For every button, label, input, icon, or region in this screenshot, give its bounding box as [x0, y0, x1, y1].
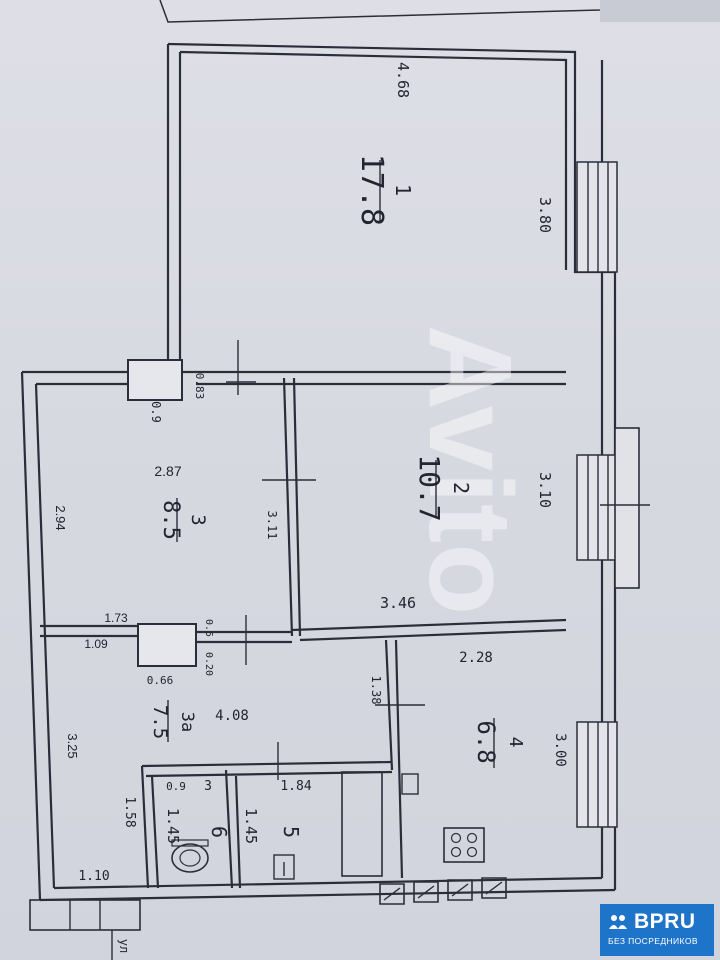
dim-room1-width: 4.68 — [394, 62, 412, 98]
dim-kitchen-partition: 1.38 — [369, 676, 383, 705]
dim-bath-height: 1.84 — [280, 779, 311, 794]
toilet — [171, 839, 209, 873]
watermark-text: Avito — [404, 325, 536, 616]
room-5-area: 1.45 — [242, 808, 260, 844]
vent-shaft-upper — [127, 359, 183, 401]
corner-label: ул — [117, 939, 131, 953]
window-room2 — [576, 454, 618, 561]
room-1-area: 17.8 — [354, 154, 389, 226]
dim-hall-height: 3.25 — [65, 733, 80, 758]
badge-subtitle: БЕЗ ПОСРЕДНИКОВ — [608, 936, 698, 946]
dim-room3-height: 2.94 — [53, 505, 68, 530]
paper-corner — [600, 0, 720, 22]
room-4-number: 4 — [505, 737, 526, 748]
window-kitchen — [576, 721, 618, 828]
dim-door-a: 0.5 — [203, 619, 214, 637]
room-2-area: 10.7 — [413, 454, 446, 521]
sink — [273, 854, 295, 880]
room-labels: 1 17.8 2 10.7 3 8.5 3a 7.5 4 6.8 5 1.45 … — [149, 154, 526, 844]
room-2-number: 2 — [449, 482, 473, 494]
dim-door-b: 0.20 — [203, 652, 214, 676]
dim-hall-lower: 1.58 — [122, 796, 137, 827]
dim-closet-b: 0.83 — [193, 373, 206, 400]
dim-wc-b: 3 — [204, 779, 212, 794]
interior-walls — [40, 370, 567, 889]
dim-door-c: 0.66 — [147, 674, 174, 687]
dim-wc-a: 0.9 — [166, 780, 186, 793]
window-room1 — [576, 161, 618, 273]
dim-room2-width: 3.46 — [380, 594, 416, 612]
room-6-area: 1.45 — [164, 808, 182, 844]
vent-shaft-lower — [137, 623, 197, 667]
people-icon — [609, 915, 627, 929]
entry-door — [29, 899, 141, 960]
dim-kitchen-width: 2.28 — [459, 650, 493, 666]
room-3-number: 3 — [187, 514, 209, 525]
bpru-badge: BPRU БЕЗ ПОСРЕДНИКОВ — [600, 904, 714, 956]
kitchen-sink — [401, 773, 419, 795]
dim-hall-width-b: 1.09 — [84, 637, 108, 651]
badge-logo: BPRU — [634, 910, 696, 933]
dim-hall-length: 4.08 — [215, 708, 249, 724]
dim-kitchen-height: 3.00 — [552, 733, 568, 767]
dim-room2-partition: 3.11 — [265, 511, 279, 540]
bathtub — [341, 771, 383, 877]
balcony — [600, 427, 650, 589]
room-6-number: 6 — [207, 826, 231, 838]
room-3-area: 8.5 — [158, 500, 183, 540]
room-3a-number: 3a — [177, 712, 197, 732]
room-1-number: 1 — [391, 184, 415, 196]
door-marks — [226, 340, 425, 780]
room-3a-area: 7.5 — [149, 705, 171, 739]
dim-room3-width: 2.87 — [154, 463, 181, 479]
dim-hall-width-a: 1.73 — [104, 611, 128, 625]
room-5-number: 5 — [279, 826, 303, 838]
dimension-labels: 4.68 3.80 3.10 3.46 3.11 2.87 2.94 0.9 0… — [53, 62, 568, 953]
dim-room2-height: 3.10 — [536, 472, 554, 508]
stove — [443, 827, 485, 863]
dim-entry: 1.10 — [78, 869, 109, 884]
room-4-area: 6.8 — [472, 720, 500, 763]
dim-closet-a: 0.9 — [149, 401, 163, 423]
badge-top: BPRU — [608, 910, 696, 934]
bottom-vents — [379, 877, 507, 905]
dim-room1-height: 3.80 — [536, 197, 554, 233]
